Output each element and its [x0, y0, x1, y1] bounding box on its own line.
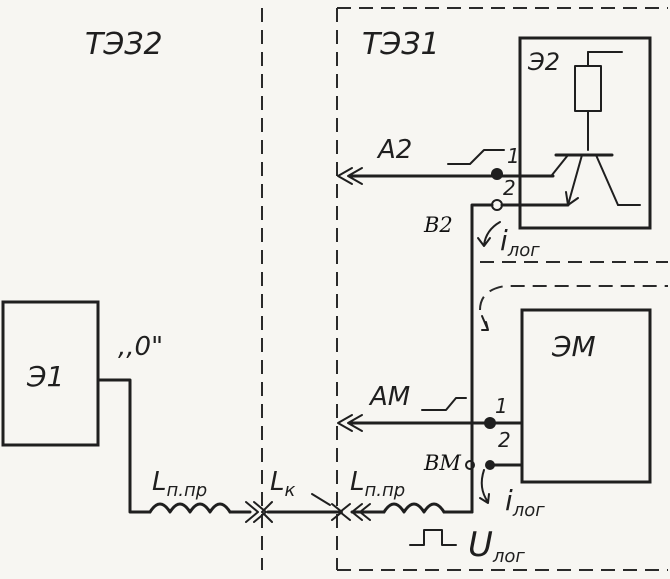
pin2-bottom-label: 2: [498, 428, 511, 452]
signal-am-label: АМ: [368, 382, 410, 412]
element-e1-label: Э1: [26, 360, 64, 393]
connector-right-icon: [331, 503, 351, 521]
board-tez1-outline: [336, 7, 668, 571]
node-bm-dot: [465, 460, 475, 470]
current-top-arrow-icon: [477, 221, 501, 247]
element-em-box: [520, 308, 652, 484]
current-bottom-label: iлог: [505, 484, 545, 521]
connector-pointer-icon: [311, 493, 331, 506]
current-top-label: iлог: [500, 224, 540, 261]
element-e1-box: [1, 300, 100, 447]
element-em-label: ЭМ: [551, 330, 596, 363]
bus-top-wire: [470, 203, 494, 467]
pin1-bottom-dot: [484, 417, 496, 429]
pin1-top-dot: [491, 168, 503, 180]
voltage-label: Uлог: [468, 525, 525, 567]
inductor-left-label: Lп.пр: [152, 467, 207, 501]
node-b2-label: B2: [423, 213, 453, 237]
connector-label: Lк: [270, 467, 296, 501]
element-e2-box: [518, 36, 652, 230]
pin1-top-label: 1: [507, 144, 520, 168]
board-tez1-label: ТЭЗ1: [362, 27, 440, 62]
current-bottom-arrow-icon: [479, 469, 490, 504]
zero-signal-label: ,,0": [118, 332, 163, 362]
inductor-right-icon: [382, 502, 446, 514]
pulse-rising-am-icon: [421, 397, 467, 411]
board-tez2-label: ТЭЗ2: [85, 27, 163, 62]
pulse-rising-icon: [447, 149, 505, 165]
pin2-bottom-dot: [485, 460, 495, 470]
element-e2-label: Э2: [527, 48, 560, 76]
inductor-right-label: Lп.пр: [350, 467, 405, 501]
e1-output-wire: [96, 378, 152, 514]
connector-left-icon: [245, 501, 273, 523]
current-mid-arrow-icon: [481, 315, 489, 331]
voltage-pulse-icon: [409, 529, 457, 546]
signal-a2-wire: [337, 167, 555, 185]
node-bm-label: BM: [423, 451, 461, 475]
signal-a2-label: А2: [376, 135, 412, 165]
transistor-resistor-icon: [551, 51, 641, 206]
pin2-top-label: 2: [503, 176, 516, 200]
pin1-bottom-label: 1: [495, 394, 508, 418]
inductor-left-icon: [148, 502, 232, 514]
